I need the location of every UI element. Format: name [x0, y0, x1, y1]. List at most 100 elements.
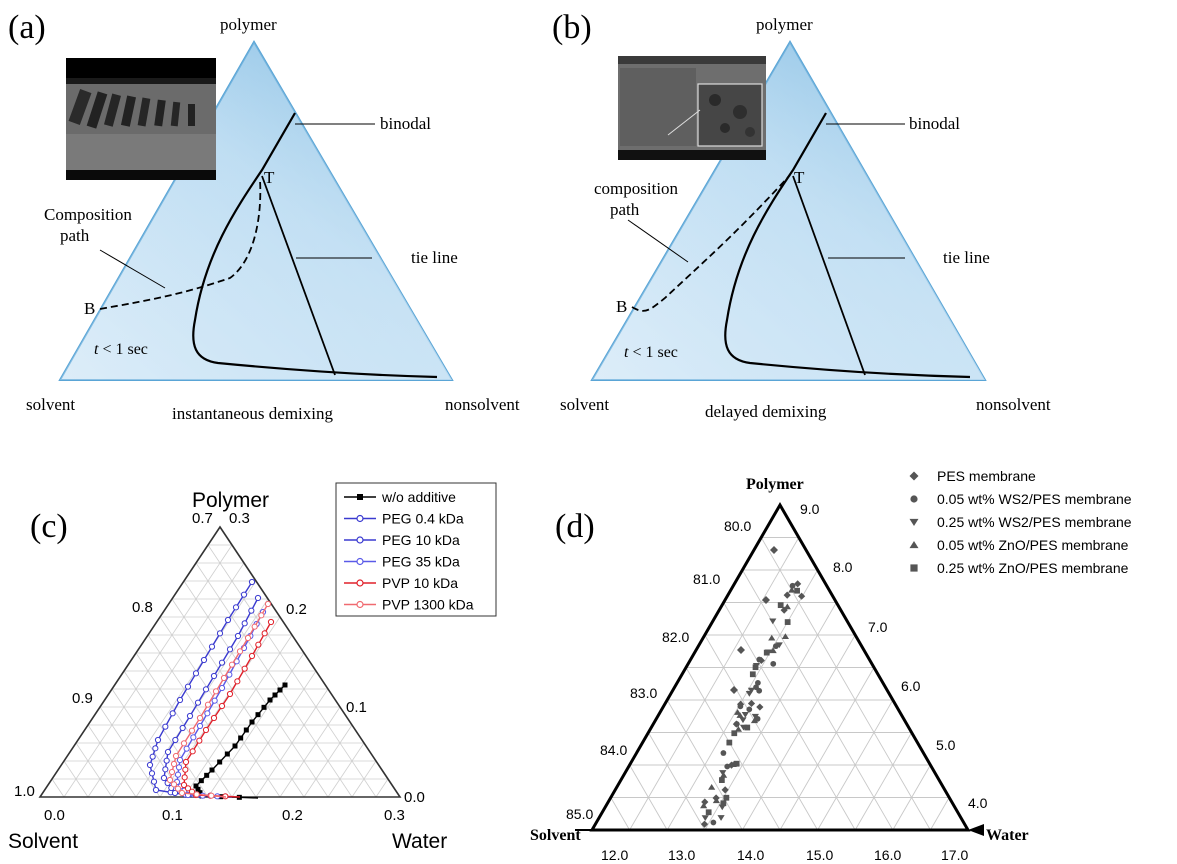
left-ticks-d: 80.0 81.0 82.0 83.0 84.0 85.0 [566, 518, 751, 822]
data-point [734, 725, 743, 732]
vertex-polymer-a: polymer [220, 15, 277, 34]
grid-line [685, 667, 781, 831]
data-point [196, 714, 204, 722]
legend-marker [356, 536, 364, 544]
left-tick-d: 85.0 [566, 806, 593, 822]
point-b-a: B [84, 299, 95, 318]
left-tick-d: 83.0 [630, 685, 657, 701]
data-point [705, 809, 712, 816]
data-point [218, 659, 226, 666]
data-point [720, 750, 727, 756]
data-point [170, 760, 178, 768]
grid-line [207, 544, 377, 798]
grid-line [648, 732, 706, 831]
data-point [700, 820, 709, 828]
data-point [764, 649, 773, 656]
time-label-b: t < 1 sec [624, 344, 678, 361]
grid-line [123, 670, 209, 798]
data-point [196, 737, 203, 744]
composition-label-b: composition [594, 179, 679, 198]
data-point [184, 683, 192, 690]
data-point [224, 751, 230, 757]
data-point [196, 722, 204, 730]
data-point [169, 710, 176, 717]
data-point [179, 724, 186, 732]
grid-line [183, 634, 293, 798]
data-point [747, 699, 756, 708]
left-tick-c: 0.7 [192, 510, 213, 527]
data-point [794, 580, 802, 588]
bottom-tick-d: 16.0 [874, 847, 901, 863]
grid-line [704, 602, 837, 831]
vertex-polymer-b: polymer [756, 15, 813, 34]
bottom-tick-d: 12.0 [601, 847, 628, 863]
legend-label: PVP 1300 kDa [382, 597, 474, 613]
left-tick-c: 0.8 [132, 599, 153, 616]
data-point [149, 753, 156, 760]
binodal-label-b: binodal [909, 114, 960, 133]
data-point [202, 726, 210, 734]
bottom-tick-c: 0.3 [384, 807, 405, 824]
data-point [756, 703, 764, 711]
tie-line-label-b: tie line [943, 248, 990, 267]
data-point [784, 619, 791, 625]
grid-line [231, 670, 317, 798]
legend-label: 0.25 wt% WS2/PES membrane [937, 514, 1132, 530]
data-point [194, 699, 202, 706]
grid-line [87, 724, 137, 798]
panel-c: (c) Polymer Solvent Water 0.7 0.8 0.9 1.… [8, 482, 497, 853]
bottom-tick-d: 14.0 [737, 847, 764, 863]
legend-marker [356, 600, 364, 609]
data-point [197, 790, 203, 796]
data-point [168, 768, 176, 776]
grid-line [135, 598, 269, 798]
vertex-solvent-a: solvent [26, 395, 75, 414]
right-ticks-d: 9.0 8.0 7.0 6.0 5.0 4.0 [800, 501, 988, 811]
right-tick-d: 9.0 [800, 501, 820, 517]
data-point [183, 745, 190, 752]
data-point [730, 686, 738, 694]
time-label-a: t < 1 sec [94, 341, 148, 358]
data-point [261, 630, 268, 637]
tie-line-a [261, 175, 336, 376]
bottom-tick-c: 0.1 [162, 807, 183, 824]
data-point [248, 607, 255, 614]
data-point [261, 704, 267, 710]
right-tick-d: 8.0 [833, 559, 853, 575]
grid-line [629, 764, 668, 831]
grid-line [51, 778, 65, 798]
data-point [756, 687, 763, 694]
data-point [763, 649, 770, 656]
sem-inset-a [66, 58, 216, 180]
data-point [188, 727, 196, 734]
data-point [218, 702, 226, 710]
grid-line [279, 706, 341, 798]
point-b-b: B [616, 297, 627, 316]
vertex-solvent-d: Solvent [530, 827, 581, 844]
data-point [258, 612, 265, 619]
data-point [783, 603, 791, 610]
data-point [209, 767, 215, 773]
data-point [210, 714, 218, 722]
path-leader-b [627, 219, 689, 263]
data-point [180, 781, 188, 789]
data-point [166, 776, 174, 784]
legend-label: w/o additive [381, 489, 456, 505]
composition-label-a: Composition [44, 205, 132, 224]
legend-marker [909, 518, 919, 527]
data-point [148, 770, 156, 777]
tie-line-label-a: tie line [411, 248, 458, 267]
legend-label: PEG 0.4 kDa [382, 511, 464, 527]
data-point [182, 766, 189, 773]
data-point [241, 620, 248, 627]
left-tick-d: 82.0 [662, 629, 689, 645]
data-point [701, 815, 709, 822]
panel-d: (d) Polymer Solvent Water 80.0 81.0 82.0… [530, 468, 1132, 863]
panel-d-label: (d) [555, 508, 595, 545]
data-point [737, 646, 745, 654]
grid-line [99, 706, 161, 798]
path-label-b: path [610, 200, 640, 219]
data-point [170, 781, 178, 788]
data-point [162, 723, 169, 730]
